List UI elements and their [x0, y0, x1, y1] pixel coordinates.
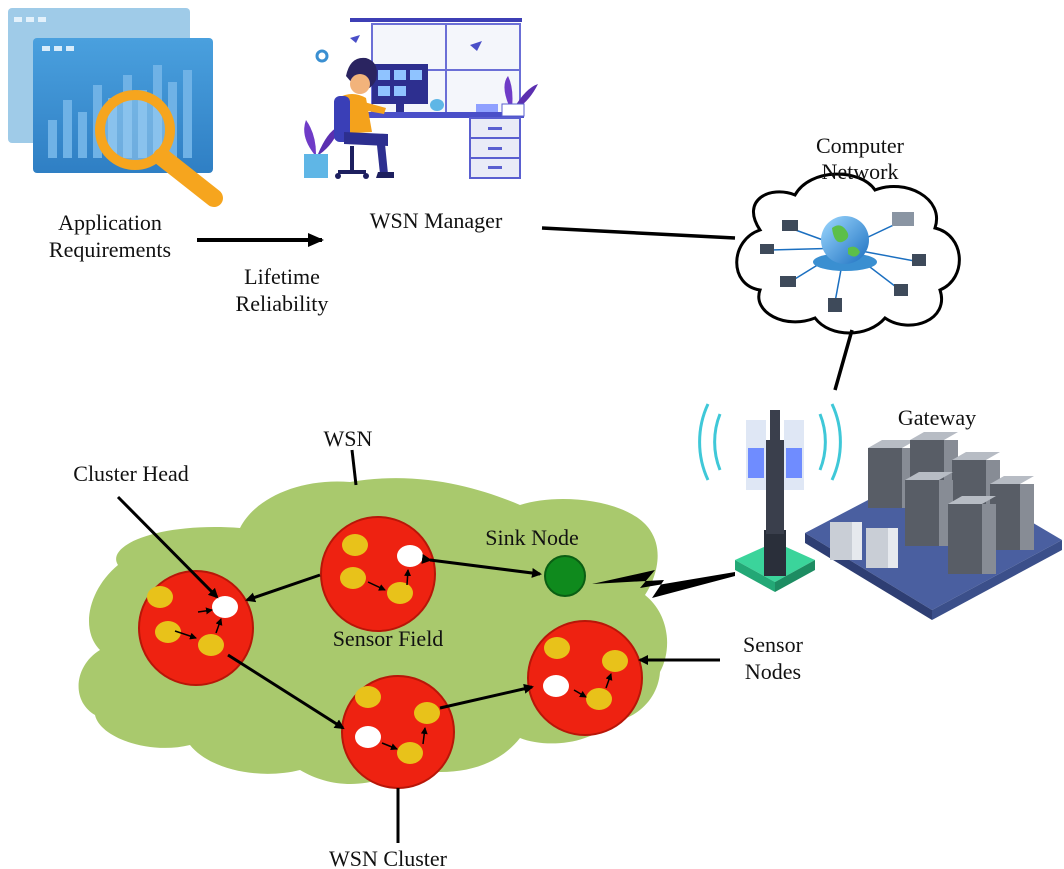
computer-network-label-line2: Network — [822, 159, 899, 184]
sensor-node — [355, 686, 381, 708]
sensor-field-label: Sensor Field — [333, 626, 444, 651]
sink-link-arrow — [421, 554, 542, 578]
computer-network-cloud-icon — [735, 172, 961, 335]
sensor-node — [342, 534, 368, 556]
wsn-cluster-right — [527, 620, 643, 736]
wsn-label: WSN — [324, 426, 373, 451]
computer-network-label-line1: Computer — [816, 133, 905, 158]
cluster-link-arrow — [245, 573, 321, 603]
cluster-head-node — [212, 596, 238, 618]
wireless-link-bolt — [592, 570, 735, 598]
server-rack — [830, 522, 898, 568]
sensor-nodes-label-line2: Nodes — [745, 659, 801, 684]
lifetime-label: Lifetime — [244, 264, 320, 289]
cluster-head-node — [543, 675, 569, 697]
application-requirements-label-line2: Requirements — [49, 237, 171, 262]
gateway-servers-icon — [805, 432, 1062, 620]
cluster-head-node — [355, 726, 381, 748]
wsn-manager-workstation-icon — [304, 18, 538, 179]
server-rack — [905, 472, 953, 546]
sensor-node — [544, 637, 570, 659]
sensor-nodes-label-line1: Sensor — [743, 632, 804, 657]
sensor-node — [198, 634, 224, 656]
sink-node-label: Sink Node — [485, 525, 579, 550]
gateway-tower-icon — [698, 403, 842, 592]
sensor-node — [387, 582, 413, 604]
application-requirements-label-line1: Application — [58, 210, 162, 235]
sensor-node — [147, 586, 173, 608]
wsn-cluster-top — [320, 516, 436, 632]
connection-lines — [197, 226, 854, 391]
cluster-head-label: Cluster Head — [73, 461, 188, 486]
sensor-node — [397, 742, 423, 764]
cluster-link-arrow — [227, 653, 345, 730]
cluster-link-arrow — [439, 683, 534, 710]
wsn-pointer — [350, 449, 358, 486]
sink-node — [544, 555, 586, 597]
application-analytics-icon — [8, 8, 223, 207]
sensor-node — [414, 702, 440, 724]
sensor-node — [586, 688, 612, 710]
cluster-head-pointer — [116, 495, 219, 599]
manager-to-network-line — [541, 226, 736, 240]
server-rack — [990, 476, 1034, 550]
sensor-node — [155, 621, 181, 643]
wsn-manager-label: WSN Manager — [370, 208, 503, 233]
server-rack — [948, 496, 996, 574]
gateway-label: Gateway — [898, 405, 976, 430]
wsn-cluster-label: WSN Cluster — [329, 846, 448, 869]
cluster-head-node — [397, 545, 423, 567]
sensor-node — [340, 567, 366, 589]
network-to-gateway-line — [833, 329, 854, 391]
reliability-label: Reliability — [236, 291, 329, 316]
sensor-node — [602, 650, 628, 672]
